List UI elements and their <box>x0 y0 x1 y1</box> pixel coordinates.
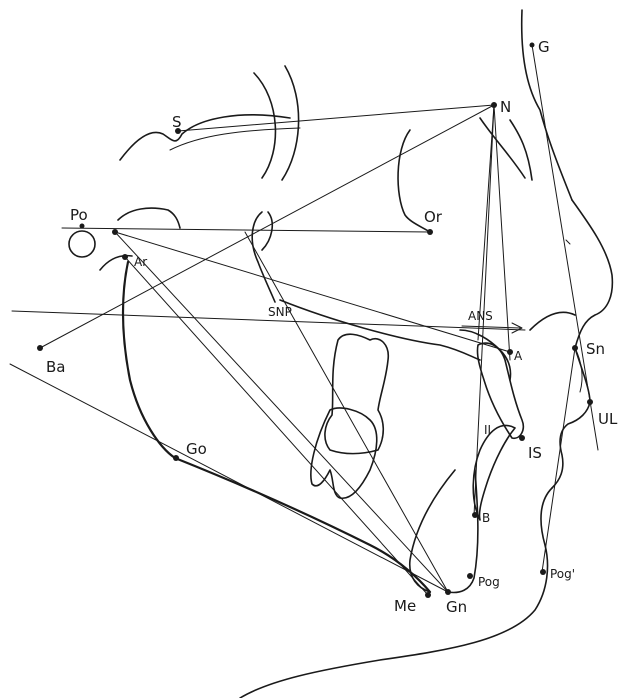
mandible-ramus <box>121 260 177 460</box>
point-po <box>79 223 85 229</box>
upper-incisor-outline <box>476 342 525 440</box>
soft-tissue-chin <box>239 487 553 698</box>
label-ul: UL <box>598 410 618 428</box>
frontal-bone-outline <box>479 117 526 179</box>
label-b: B <box>482 511 490 525</box>
upper-lip-curve <box>574 347 583 393</box>
nasal-bone-outline <box>509 119 533 181</box>
soft-tissue-nose-base <box>529 311 576 331</box>
point-sn <box>572 345 578 351</box>
label-snp: SNP <box>268 305 292 319</box>
label-ba: Ba <box>46 358 65 376</box>
label-ans: ANS <box>468 309 493 323</box>
po-a-line <box>114 231 511 353</box>
reference-lines <box>9 44 599 596</box>
point-ar <box>112 229 118 235</box>
esthetic-line <box>541 347 576 573</box>
nasion-b-line <box>473 104 495 517</box>
point-me <box>425 592 431 598</box>
palate-outline <box>279 299 481 361</box>
mandible-lower-border <box>173 456 432 594</box>
label-sn: Sn <box>586 340 605 358</box>
label-me: Me <box>394 597 416 615</box>
soft-tissue-lips <box>551 347 591 489</box>
point-b <box>472 512 478 518</box>
nasion-a-line <box>477 104 495 341</box>
condyle-outline <box>117 207 181 229</box>
point-or <box>427 229 433 235</box>
nasal-dorsum-mark <box>565 239 571 245</box>
soft-tissue-g-line <box>531 44 599 451</box>
anatomy-outlines <box>68 9 614 698</box>
y-axis-line <box>244 231 449 593</box>
label-s: S <box>172 113 182 131</box>
label-pog: Pog <box>478 575 500 589</box>
point-g <box>529 42 535 48</box>
ar-me-line <box>124 256 429 596</box>
lower-molar-outline <box>310 407 378 499</box>
label-or: Or <box>424 208 443 226</box>
point-ar2 <box>122 254 128 260</box>
label-gn: Gn <box>446 598 467 616</box>
lower-incisor-outline <box>472 424 516 521</box>
articulare-curve <box>99 254 133 271</box>
label-go: Go <box>186 440 207 458</box>
porion-circle <box>68 230 96 258</box>
frankfort-horizontal <box>61 227 431 233</box>
point-go <box>173 455 179 461</box>
upper-molar-outline <box>324 333 390 455</box>
pterygomaxillary-fissure <box>251 211 276 303</box>
orbital-arc-1 <box>253 72 277 179</box>
label-pog-soft: Pog' <box>550 567 575 581</box>
point-pog <box>467 573 473 579</box>
soft-tissue-forehead <box>520 9 573 201</box>
label-ar: Ar <box>134 255 147 269</box>
point-s <box>175 128 181 134</box>
symphysis-inner <box>408 469 456 593</box>
label-ii: II <box>484 423 491 437</box>
soft-tissue-nose <box>571 199 614 349</box>
label-g: G <box>538 38 550 56</box>
ar-gn-line <box>114 231 449 593</box>
point-a <box>507 349 513 355</box>
sella-turcica-outline <box>119 114 291 161</box>
point-gn <box>445 589 451 595</box>
label-n: N <box>500 98 511 116</box>
point-ba <box>37 345 43 351</box>
pterygoid-inner <box>261 211 274 251</box>
mandibular-plane <box>9 363 449 593</box>
label-is: IS <box>528 444 542 462</box>
ans-arrow-head <box>511 322 523 334</box>
point-n <box>491 102 497 108</box>
label-po: Po <box>70 206 88 224</box>
palatal-plane <box>11 310 526 331</box>
landmark-points <box>37 42 593 598</box>
point-is <box>519 435 525 441</box>
nasion-pog-line <box>493 104 511 361</box>
sella-nasion-line <box>177 104 495 132</box>
symphysis-outline <box>447 469 479 594</box>
landmark-labels: G N S Po Or Ar Ba SNP ANS A Sn UL II IS … <box>46 38 618 616</box>
label-a: A <box>514 349 523 363</box>
sella-lower-curve <box>169 127 301 151</box>
orbit-outline <box>397 129 431 233</box>
nasion-basion-line <box>39 104 495 349</box>
orbital-arc-2 <box>281 65 300 181</box>
ans-arrow <box>461 325 521 329</box>
point-pog-soft <box>540 569 546 575</box>
point-ul <box>587 399 593 405</box>
